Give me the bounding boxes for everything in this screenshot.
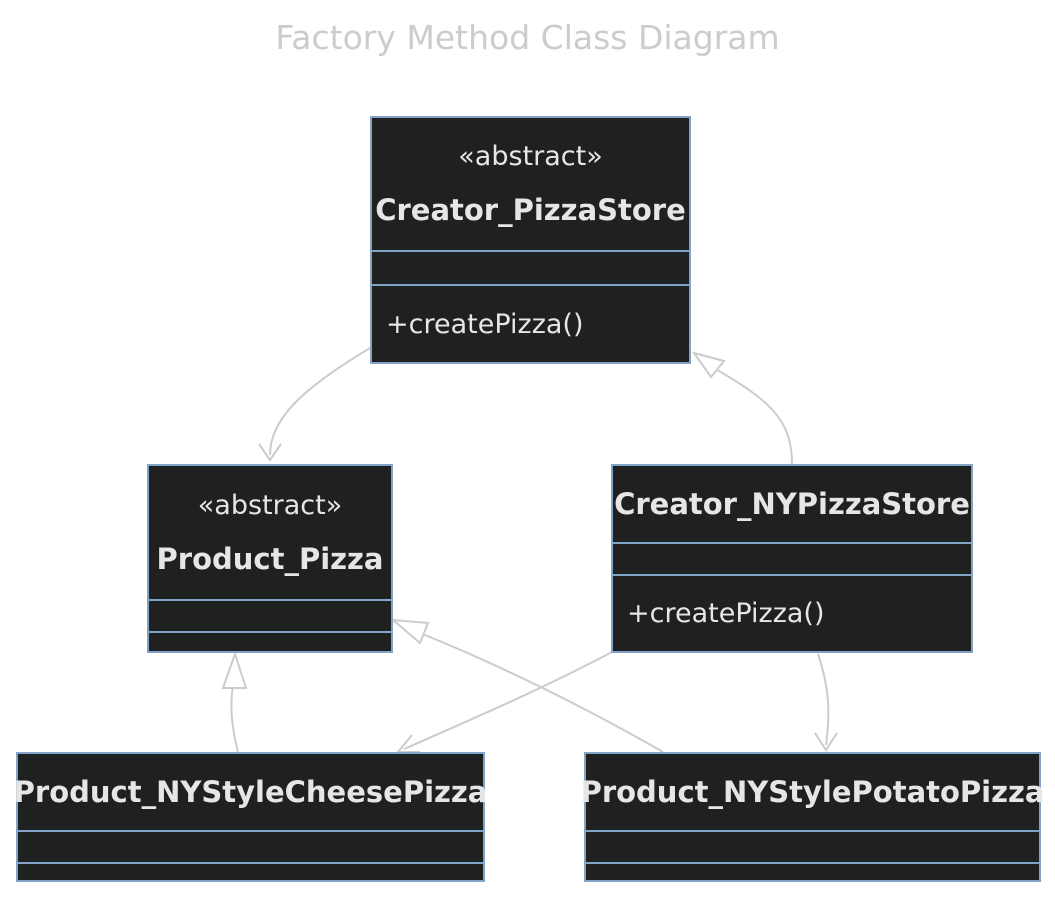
class-stereotype: «abstract» [197, 489, 343, 521]
attributes-section [613, 542, 971, 574]
class-name: Creator_PizzaStore [375, 193, 686, 227]
class-product-nystylecheesepizza[interactable]: Product_NYStyleCheesePizza [14, 752, 488, 882]
methods-section: +createPizza() [372, 284, 689, 362]
inheritance-triangle [691, 351, 726, 379]
class-header: Product_NYStylePotatoPizza [581, 754, 1045, 830]
inheritance-triangle [221, 650, 248, 689]
arrowhead-open [814, 732, 838, 752]
class-header: «abstract» Creator_PizzaStore [372, 118, 689, 250]
attributes-section [586, 830, 1039, 862]
diagram-title: Factory Method Class Diagram [275, 18, 780, 57]
attributes-section [149, 599, 391, 631]
methods-section [18, 862, 483, 880]
methods-section [149, 631, 391, 651]
edge-nypizzastore-to-cheesepizza [403, 651, 613, 750]
class-name: Product_NYStyleCheesePizza [13, 774, 488, 809]
class-header: «abstract» Product_Pizza [149, 466, 391, 599]
attributes-section [372, 250, 689, 284]
methods-section [586, 862, 1039, 880]
class-product-nystylepotatopizza[interactable]: Product_NYStylePotatoPizza [581, 752, 1045, 882]
edge-creator-nypizzastore-to-creator-pizzastore [711, 366, 793, 465]
class-name: Product_NYStylePotatoPizza [580, 774, 1045, 809]
attributes-section [18, 830, 483, 862]
class-header: Creator_NYPizzaStore [613, 466, 971, 542]
class-stereotype: «abstract» [458, 141, 603, 172]
method-create-pizza: +createPizza() [627, 598, 825, 629]
class-creator-nypizzastore[interactable]: Creator_NYPizzaStore +createPizza() [611, 464, 973, 653]
inheritance-triangle [389, 618, 430, 645]
class-header: Product_NYStyleCheesePizza [14, 754, 488, 830]
edge-cheesepizza-to-product-pizza [230, 679, 239, 753]
class-name: Creator_NYPizzaStore [614, 486, 970, 521]
arrowhead-open [258, 443, 282, 462]
edge-nypizzastore-to-potatopizza [817, 653, 830, 746]
edge-potatopizza-to-product-pizza [419, 632, 664, 753]
class-creator-pizzastore[interactable]: «abstract» Creator_PizzaStore +createPiz… [370, 116, 691, 364]
class-product-pizza[interactable]: «abstract» Product_Pizza [147, 464, 393, 653]
methods-section: +createPizza() [613, 574, 971, 651]
edge-creator-pizzastore-to-product-pizza [269, 347, 371, 456]
method-create-pizza: +createPizza() [386, 308, 584, 340]
class-name: Product_Pizza [156, 541, 384, 576]
